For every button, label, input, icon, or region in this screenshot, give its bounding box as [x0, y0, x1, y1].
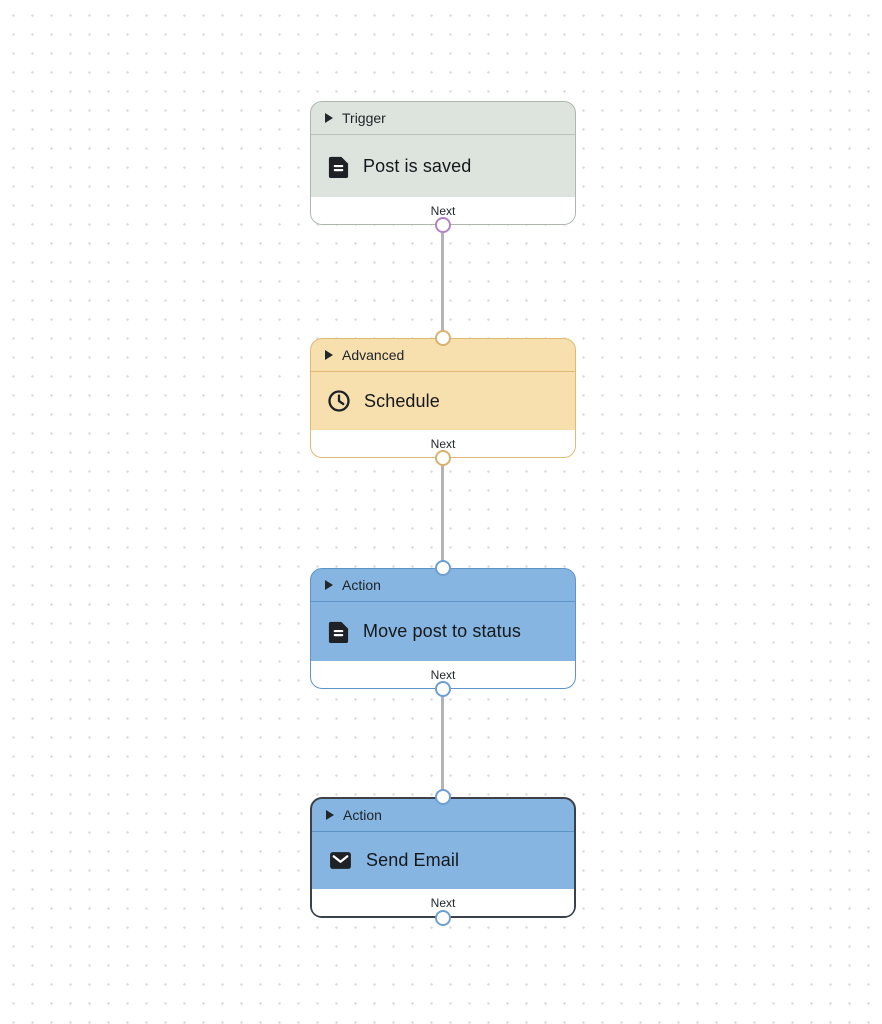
node-category-label: Advanced [342, 347, 405, 363]
clock-icon [328, 390, 350, 412]
node-action-send-email[interactable]: Action Send Email Next [310, 789, 576, 926]
node-body[interactable]: Schedule [311, 372, 575, 430]
node-header[interactable]: Action [312, 799, 574, 832]
node-category-label: Trigger [342, 110, 386, 126]
node-header[interactable]: Trigger [311, 102, 575, 135]
document-icon [328, 621, 349, 643]
node-action-move-post-to-status[interactable]: Action Move post to status Next [310, 560, 576, 697]
source-handle[interactable] [435, 217, 451, 233]
node-advanced-schedule[interactable]: Advanced Schedule Next [310, 330, 576, 466]
mail-icon [330, 852, 351, 869]
next-label: Next [430, 203, 456, 218]
node-header[interactable]: Advanced [311, 339, 575, 372]
node-title: Send Email [366, 850, 460, 870]
node-title: Post is saved [363, 155, 472, 176]
node-category-label: Action [342, 577, 381, 593]
node-title: Move post to status [363, 621, 521, 641]
node-body[interactable]: Post is saved [311, 135, 575, 197]
source-handle[interactable] [435, 681, 451, 697]
source-handle[interactable] [435, 450, 451, 466]
play-icon [325, 350, 333, 360]
next-label: Next [430, 667, 456, 682]
play-icon [326, 810, 334, 820]
target-handle[interactable] [435, 330, 451, 346]
node-header[interactable]: Action [311, 569, 575, 602]
next-label: Next [430, 895, 456, 910]
play-icon [325, 113, 333, 123]
target-handle[interactable] [435, 560, 451, 576]
target-handle[interactable] [435, 789, 451, 805]
node-body[interactable]: Move post to status [311, 602, 575, 661]
next-label: Next [430, 436, 456, 451]
source-handle[interactable] [435, 910, 451, 926]
document-icon [328, 156, 349, 178]
edge-schedule-to-move-post [441, 458, 444, 568]
node-title: Schedule [364, 390, 440, 411]
edge-move-post-to-send-email [441, 689, 444, 797]
edge-trigger-to-schedule [441, 225, 444, 338]
node-body[interactable]: Send Email [312, 832, 574, 889]
node-trigger-post-is-saved[interactable]: Trigger Post is saved Next [310, 101, 576, 233]
play-icon [325, 580, 333, 590]
node-category-label: Action [343, 807, 382, 823]
